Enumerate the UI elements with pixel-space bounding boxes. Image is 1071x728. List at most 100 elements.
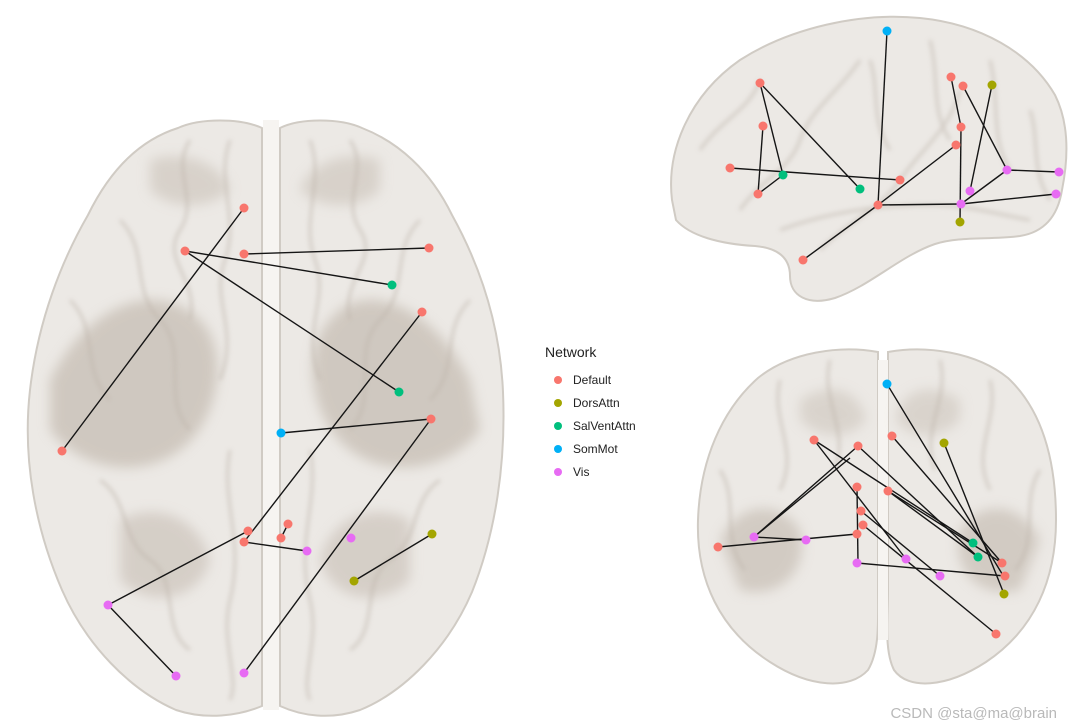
legend-dot-salventattn [554,421,562,430]
node-vis [1054,167,1064,177]
node-dorsattn [987,80,997,90]
edge [857,445,979,558]
edge [107,530,249,606]
legend-label: Default [573,372,612,387]
legend-dot-vis [554,467,562,476]
node-default [417,307,427,317]
edge [753,457,851,538]
node-dorsattn [999,589,1009,599]
node-default [424,243,434,253]
legend-dot-dorsattn [554,398,562,407]
legend-item-dorsattn: DorsAttn [545,391,665,414]
node-default [946,72,956,82]
node-vis [346,533,356,543]
node-default [713,542,723,552]
edge [184,250,393,286]
edge [243,541,308,552]
node-default [809,435,819,445]
legend-label: DorsAttn [573,395,620,410]
sagittal-brain-view [670,15,1068,302]
axial-brain-view [26,119,505,717]
edge [280,418,432,434]
node-default [753,189,763,199]
edge [813,439,974,544]
legend-dot-sommot [554,444,562,453]
network-legend: Network Default DorsAttn SalVentAttn Som… [545,344,665,483]
node-default [873,200,883,210]
node-vis [801,535,811,545]
connectivity-edges [61,30,1060,677]
node-default [1000,571,1010,581]
legend-title: Network [545,344,597,360]
node-default [858,520,868,530]
edge [877,203,962,206]
node-sommot [276,428,286,438]
legend-label: SomMot [573,441,618,456]
node-default [856,506,866,516]
edge [943,442,1005,595]
node-vis [852,558,862,568]
node-vis [901,554,911,564]
node-vis [956,199,966,209]
edge [877,144,957,206]
node-salventattn [968,538,978,548]
edge [962,85,1008,171]
watermark: CSDN @sta@ma@brain [890,705,1057,722]
connectivity-nodes [57,26,1064,681]
legend-item-sommot: SomMot [545,437,665,460]
node-dorsattn [349,576,359,586]
node-default [239,537,249,547]
edge [862,524,997,635]
node-dorsattn [427,529,437,539]
edge [717,533,858,548]
node-vis [965,186,975,196]
node-default [887,431,897,441]
node-default [57,446,67,456]
node-default [243,526,253,536]
edge [856,486,859,564]
edge [753,536,807,541]
node-default [883,486,893,496]
legend-item-vis: Vis [545,460,665,483]
node-default [180,246,190,256]
node-default [283,519,293,529]
node-vis [1002,165,1012,175]
legend-item-salventattn: SalVentAttn [545,414,665,437]
node-default [956,122,966,132]
node-default [958,81,968,91]
edge [243,418,432,674]
legend-label: Vis [573,464,590,479]
node-salventattn [387,280,397,290]
edge [960,169,1008,205]
node-default [852,529,862,539]
node-default [991,629,1001,639]
node-default [758,121,768,131]
edge [243,311,423,543]
node-default [755,78,765,88]
node-default [239,249,249,259]
edge [813,439,907,560]
node-salventattn [855,184,865,194]
edge [353,533,433,582]
node-vis [171,671,181,681]
edge [759,82,784,176]
node-default [725,163,735,173]
axial-gyri [68,139,472,701]
node-vis [935,571,945,581]
node-vis [103,600,113,610]
edge [757,125,764,195]
node-salventattn [778,170,788,180]
node-default [239,203,249,213]
coronal-brain-view [696,348,1058,685]
node-vis [1051,189,1061,199]
node-vis [749,532,759,542]
node-sommot [882,26,892,36]
edge [759,82,861,190]
node-dorsattn [939,438,949,448]
node-default [997,558,1007,568]
axial-midline [263,120,279,710]
sagittal-brain-outline [670,15,1068,302]
edge [969,84,993,192]
node-default [276,533,286,543]
